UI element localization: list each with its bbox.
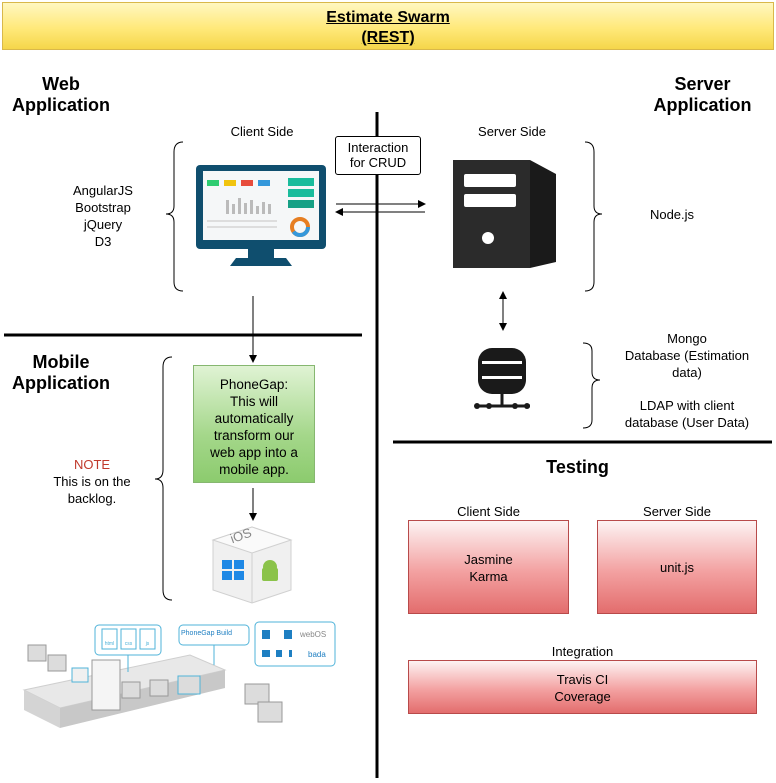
title-line-2: (REST) bbox=[361, 29, 415, 46]
phonegap-note: PhoneGap: This will automatically transf… bbox=[193, 365, 315, 483]
ldap-database-label: LDAP with client database (User Data) bbox=[624, 398, 750, 430]
brace-web-tech bbox=[165, 141, 184, 292]
file-label-js: js bbox=[145, 641, 150, 647]
server-side-label: Server Side bbox=[478, 124, 546, 139]
testing-client-box: Jasmine Karma bbox=[408, 520, 569, 614]
testing-server-box: unit.js bbox=[597, 520, 757, 614]
phonegap-build-label: PhoneGap Build bbox=[181, 630, 232, 637]
webos-label: webOS bbox=[300, 630, 327, 639]
nodejs-label: Node.js bbox=[649, 207, 695, 222]
mobile-note: NOTE This is on the backlog. bbox=[42, 456, 142, 507]
brace-mobile bbox=[154, 356, 173, 601]
monitor-icon bbox=[196, 165, 326, 266]
diagram-title: Estimate Swarm (REST) bbox=[2, 2, 774, 50]
server-tower-icon bbox=[453, 160, 556, 268]
brace-server-tech bbox=[584, 141, 603, 292]
testing-client-label: Client Side bbox=[457, 504, 520, 519]
testing-integration-label: Integration bbox=[551, 644, 614, 659]
tech-angularjs: AngularJS bbox=[73, 183, 133, 198]
mobile-app-heading: Mobile Application bbox=[12, 352, 110, 393]
platform-cube-icon bbox=[211, 526, 293, 604]
testing-heading: Testing bbox=[546, 457, 609, 477]
file-label-css: css bbox=[124, 641, 133, 647]
bada-label: bada bbox=[308, 650, 326, 659]
web-tech-list: AngularJS Bootstrap jQuery D3 bbox=[56, 182, 150, 250]
tech-d3: D3 bbox=[94, 234, 112, 249]
file-label-html: html bbox=[104, 641, 115, 647]
client-side-label: Client Side bbox=[230, 124, 294, 139]
crud-interaction-box: Interaction for CRUD bbox=[335, 136, 421, 175]
mongo-database-label: Mongo Database (Estimation data) bbox=[624, 331, 750, 380]
database-icon bbox=[474, 348, 530, 409]
tech-jquery: jQuery bbox=[83, 217, 123, 232]
note-label: NOTE bbox=[73, 457, 111, 472]
phonegap-build-illustration bbox=[22, 621, 336, 728]
tech-bootstrap: Bootstrap bbox=[75, 200, 131, 215]
testing-server-label: Server Side bbox=[643, 504, 711, 519]
web-app-heading: Web Application bbox=[12, 74, 110, 115]
title-line-1: Estimate Swarm bbox=[326, 9, 450, 26]
testing-integration-box: Travis CI Coverage bbox=[408, 660, 757, 714]
server-app-heading: Server Application bbox=[653, 74, 752, 115]
brace-database bbox=[582, 342, 601, 429]
